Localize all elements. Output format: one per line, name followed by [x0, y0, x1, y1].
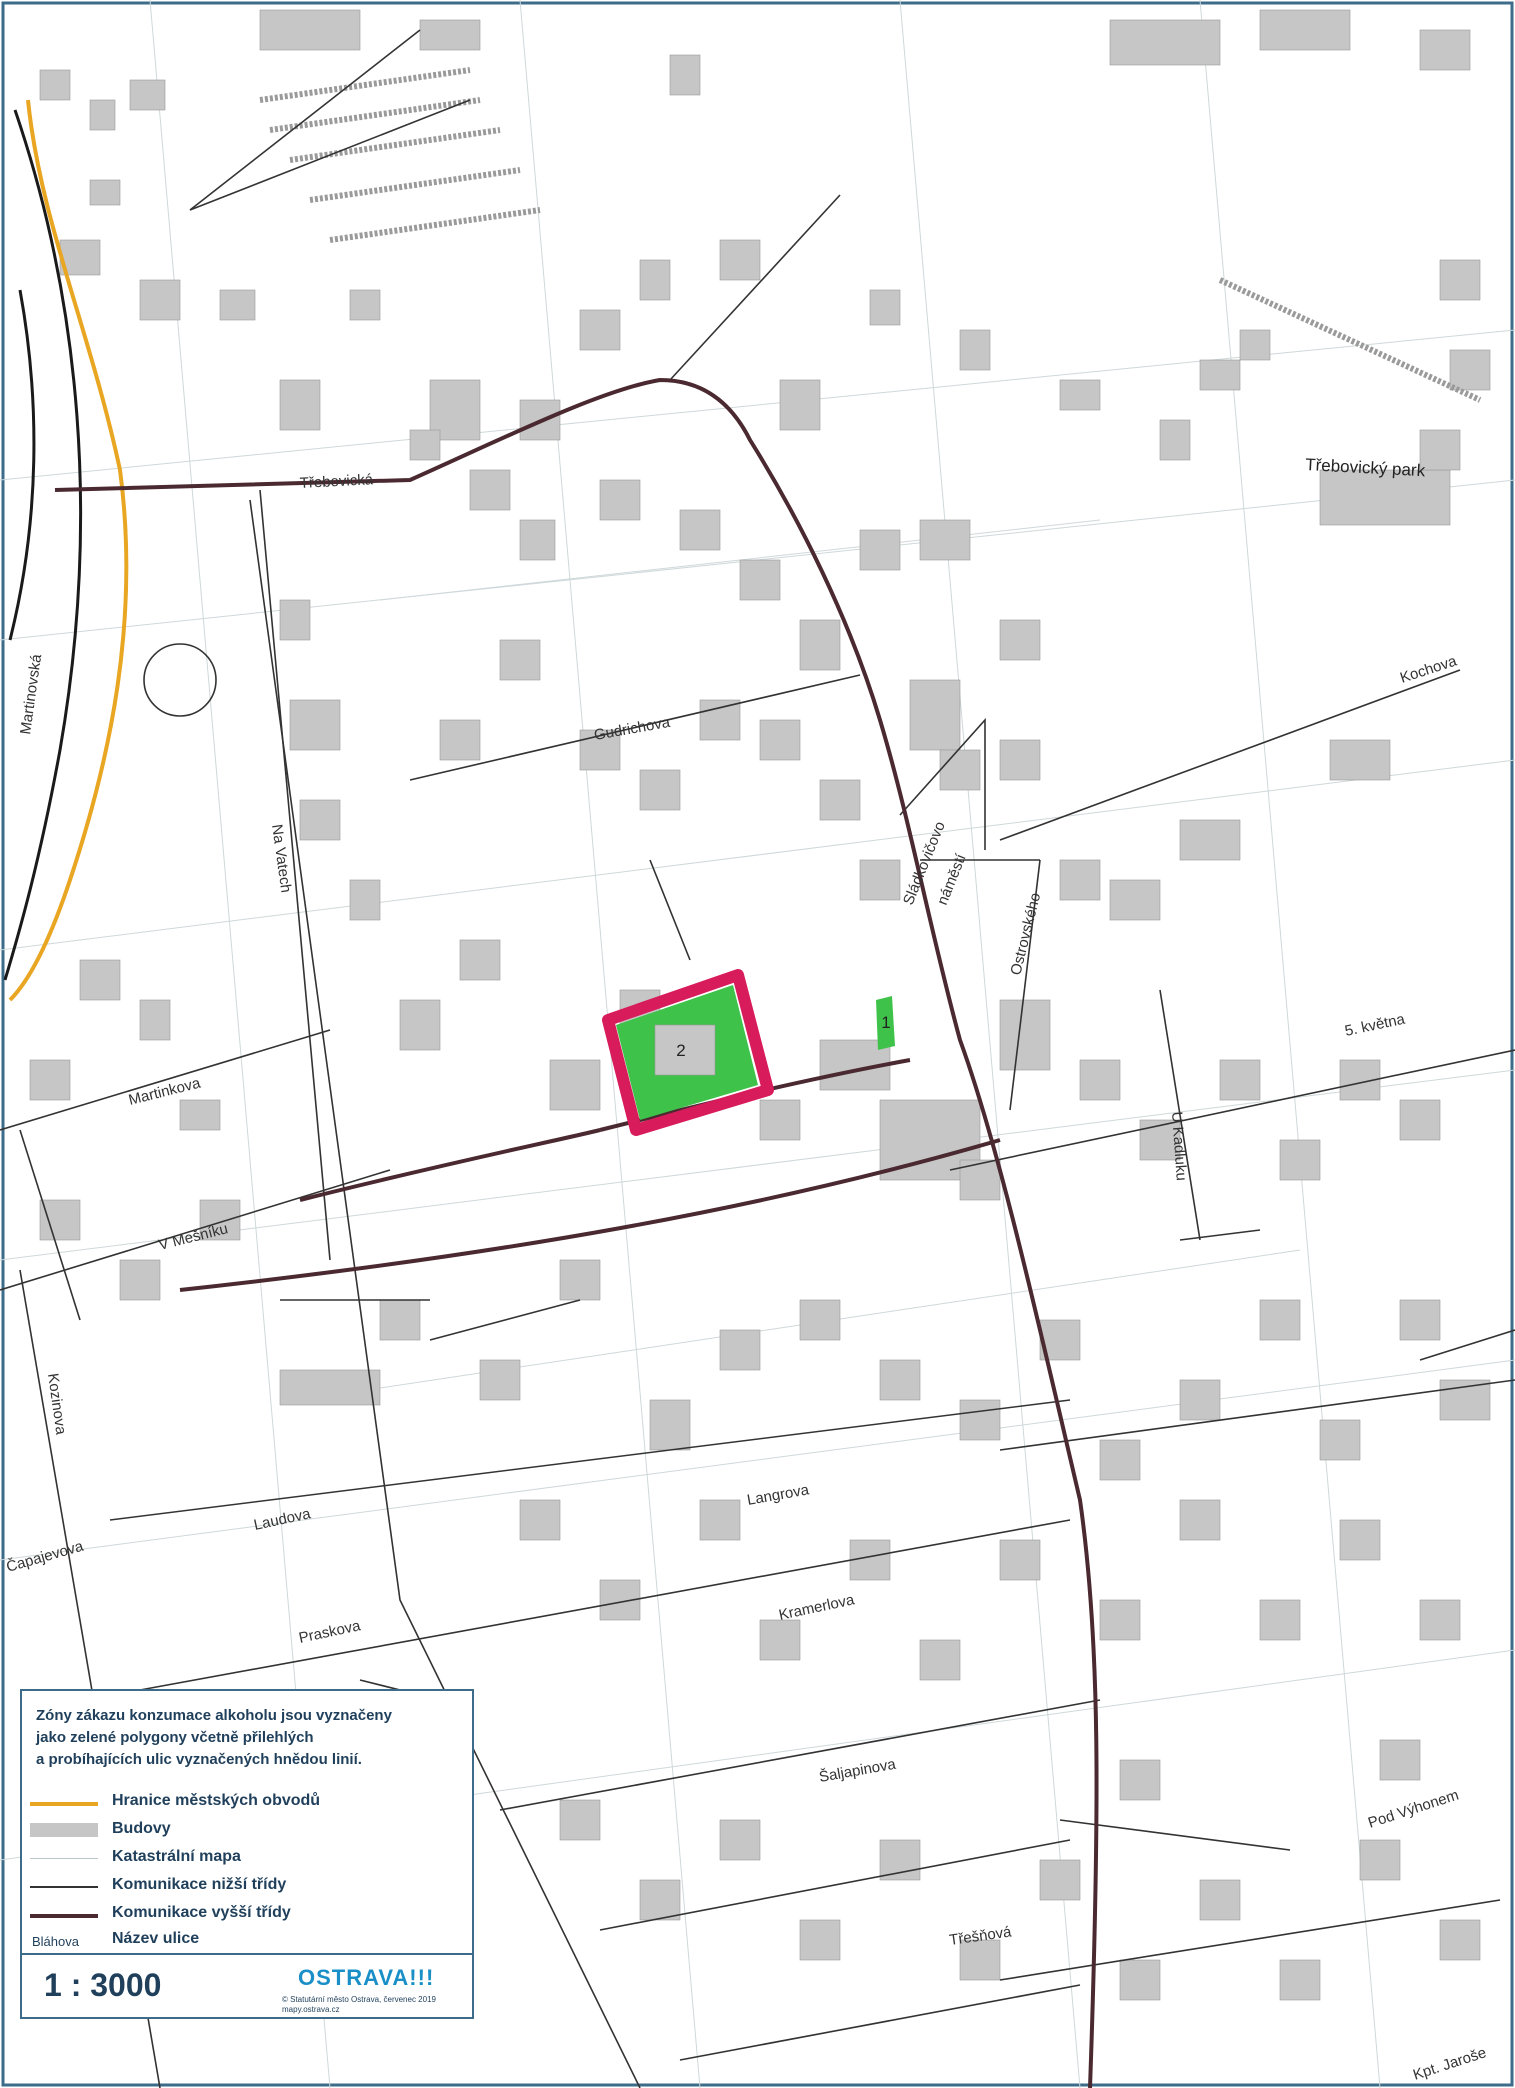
street-label-u-kaduku: U Kadluku	[1168, 1111, 1190, 1181]
legend-swatch-building	[30, 1823, 98, 1837]
legend-swatch-minor	[30, 1881, 98, 1893]
street-label-saljapinova: Šaljapinova	[818, 1756, 898, 1786]
legend-divider	[22, 1953, 472, 1955]
street-label-v-mesniku: V Mešníku	[157, 1220, 230, 1254]
minor-roads	[0, 29, 1515, 2088]
street-label-praskova: Praskova	[297, 1617, 362, 1647]
legend-swatch-major	[30, 1909, 98, 1921]
street-label-trebovicka: Třebovická	[299, 471, 374, 492]
roundabout	[143, 643, 217, 717]
street-label-laudova: Laudova	[252, 1505, 312, 1534]
zone-1-fill	[876, 996, 895, 1050]
zone-1-number: 1	[881, 1013, 890, 1032]
street-label-kozinova: Kozinova	[44, 1372, 70, 1436]
legend-item-cadastral: Katastrální mapa	[22, 1847, 472, 1869]
legend-label: Název ulice	[112, 1930, 200, 1947]
street-label-martinovska: Martinovská	[17, 652, 45, 735]
legend-swatch-boundary	[30, 1797, 98, 1809]
legend-item-minor: Komunikace nižší třídy	[22, 1875, 472, 1897]
zone-2: 2	[602, 969, 774, 1136]
legend-label: Komunikace vyšší třídy	[112, 1904, 291, 1921]
legend-item-building: Budovy	[22, 1819, 472, 1841]
legend-sample-street: Bláhova	[32, 1934, 79, 1949]
legend-title-line: Zóny zákazu konzumace alkoholu jsou vyzn…	[36, 1707, 392, 1724]
legend-title: Zóny zákazu konzumace alkoholu jsou vyzn…	[36, 1705, 464, 1771]
ostrava-logo: OSTRAVA!!!	[298, 1965, 435, 1990]
district-boundary	[8, 99, 129, 1002]
street-label-capajevova: Čapajevova	[4, 1537, 85, 1575]
scale-label: 1 : 3000	[44, 1967, 162, 2003]
buildings	[29, 9, 1491, 2001]
street-label-ostrovskeho: Ostrovského	[1007, 891, 1044, 977]
legend: Zóny zákazu konzumace alkoholu jsou vyzn…	[20, 1689, 474, 2019]
street-label-5-kvetna: 5. května	[1343, 1010, 1407, 1039]
street-label-pod-vyhonem: Pod Výhonem	[1366, 1787, 1461, 1832]
street-label-gudrichova: Gudrichova	[593, 714, 672, 744]
legend-item-boundary: Hranice městských obvodů	[22, 1791, 472, 1813]
parking-rows	[259, 67, 1482, 403]
zone-2-building	[654, 1024, 716, 1076]
legend-item-street-name: Bláhova Název ulice	[22, 1929, 472, 1951]
zone-1: 1	[876, 996, 895, 1050]
copyright-line: mapy.ostrava.cz	[282, 2005, 340, 2014]
copyright-line: © Statutární město Ostrava, červenec 201…	[282, 1995, 436, 2004]
copyright: © Statutární město Ostrava, červenec 201…	[282, 1995, 472, 2015]
legend-label: Hranice městských obvodů	[112, 1792, 321, 1809]
zone-2-border	[602, 969, 774, 1136]
street-label-kramerlova: Kramerlova	[777, 1591, 856, 1624]
street-label-kpt-jaros: Kpt. Jaroše	[1411, 2044, 1488, 2084]
legend-swatch-cadastral	[30, 1853, 98, 1865]
zone-2-number: 2	[676, 1041, 685, 1060]
legend-label: Katastrální mapa	[112, 1848, 241, 1865]
legend-item-major: Komunikace vyšší třídy	[22, 1903, 472, 1925]
legend-title-line: a probíhajících ulic vyznačených hnědou …	[36, 1751, 362, 1768]
street-label-langrova: Langrova	[746, 1481, 811, 1509]
legend-label: Komunikace nižší třídy	[112, 1876, 287, 1893]
railway	[3, 109, 83, 981]
legend-title-line: jako zelené polygony včetně přilehlých	[36, 1729, 314, 1746]
legend-label: Budovy	[112, 1820, 171, 1837]
